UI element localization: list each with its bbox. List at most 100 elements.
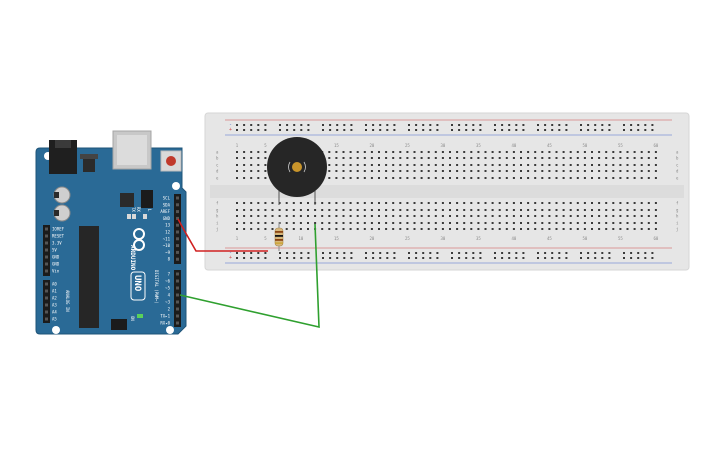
breadboard-hole[interactable] (619, 170, 622, 172)
breadboard-hole[interactable] (619, 151, 622, 153)
breadboard-hole[interactable] (520, 164, 522, 166)
breadboard-hole[interactable] (420, 151, 423, 153)
power-pin[interactable] (45, 241, 48, 245)
rail-hole[interactable] (379, 252, 382, 254)
breadboard-hole[interactable] (243, 202, 246, 204)
breadboard-hole[interactable] (264, 202, 267, 204)
breadboard-hole[interactable] (413, 215, 416, 217)
breadboard-hole[interactable] (605, 215, 608, 217)
breadboard-hole[interactable] (370, 215, 373, 217)
breadboard-hole[interactable] (619, 202, 622, 204)
breadboard-hole[interactable] (470, 209, 473, 211)
breadboard-hole[interactable] (484, 170, 487, 172)
rail-hole[interactable] (651, 129, 654, 131)
breadboard-hole[interactable] (299, 202, 302, 204)
breadboard-hole[interactable] (406, 164, 409, 166)
breadboard-hole[interactable] (399, 222, 402, 224)
breadboard-hole[interactable] (449, 151, 451, 153)
rail-hole[interactable] (386, 257, 389, 259)
breadboard-hole[interactable] (498, 222, 501, 224)
breadboard-hole[interactable] (427, 157, 430, 159)
breadboard-hole[interactable] (591, 157, 593, 159)
breadboard-hole[interactable] (633, 164, 636, 166)
breadboard-hole[interactable] (583, 170, 586, 172)
breadboard-hole[interactable] (534, 164, 537, 166)
breadboard-hole[interactable] (612, 202, 615, 204)
breadboard-hole[interactable] (562, 209, 565, 211)
breadboard-hole[interactable] (576, 215, 579, 217)
rail-hole[interactable] (264, 124, 267, 126)
rail-hole[interactable] (365, 252, 367, 254)
breadboard-hole[interactable] (363, 151, 366, 153)
breadboard-hole[interactable] (392, 170, 395, 172)
rail-hole[interactable] (422, 252, 425, 254)
rail-hole[interactable] (408, 252, 410, 254)
breadboard-hole[interactable] (363, 202, 366, 204)
breadboard-hole[interactable] (370, 164, 373, 166)
rail-hole[interactable] (372, 129, 375, 131)
breadboard-hole[interactable] (534, 215, 537, 217)
breadboard-hole[interactable] (292, 209, 295, 211)
breadboard-hole[interactable] (363, 209, 366, 211)
breadboard-hole[interactable] (463, 215, 466, 217)
rail-hole[interactable] (451, 129, 453, 131)
breadboard-hole[interactable] (583, 202, 586, 204)
rail-hole[interactable] (393, 124, 396, 126)
breadboard-hole[interactable] (406, 209, 409, 211)
breadboard-hole[interactable] (406, 170, 409, 172)
breadboard-hole[interactable] (541, 228, 544, 230)
breadboard-hole[interactable] (335, 177, 338, 179)
rail-hole[interactable] (250, 129, 253, 131)
rail-hole[interactable] (508, 129, 511, 131)
breadboard-hole[interactable] (378, 164, 380, 166)
digital-pin[interactable] (176, 286, 179, 290)
breadboard-hole[interactable] (420, 202, 423, 204)
breadboard-hole[interactable] (250, 222, 253, 224)
reset-button-cap[interactable] (166, 156, 176, 166)
breadboard-hole[interactable] (505, 177, 508, 179)
breadboard-hole[interactable] (441, 151, 444, 153)
rail-hole[interactable] (336, 124, 339, 126)
breadboard-hole[interactable] (477, 228, 480, 230)
breadboard-hole[interactable] (257, 177, 260, 179)
rail-hole[interactable] (580, 129, 582, 131)
breadboard-hole[interactable] (463, 177, 466, 179)
breadboard-hole[interactable] (413, 222, 416, 224)
rail-hole[interactable] (608, 252, 611, 254)
rail-hole[interactable] (630, 129, 633, 131)
breadboard-hole[interactable] (285, 209, 288, 211)
breadboard-hole[interactable] (626, 228, 629, 230)
breadboard-hole[interactable] (512, 222, 515, 224)
breadboard-hole[interactable] (562, 228, 565, 230)
breadboard-hole[interactable] (449, 202, 451, 204)
breadboard-hole[interactable] (449, 222, 451, 224)
digital-pin[interactable] (176, 293, 179, 297)
breadboard-hole[interactable] (406, 151, 409, 153)
breadboard-hole[interactable] (413, 170, 416, 172)
breadboard-hole[interactable] (392, 157, 395, 159)
rail-hole[interactable] (393, 252, 396, 254)
breadboard-hole[interactable] (470, 215, 473, 217)
breadboard-hole[interactable] (569, 222, 572, 224)
breadboard-hole[interactable] (328, 170, 331, 172)
breadboard-hole[interactable] (548, 170, 551, 172)
breadboard-hole[interactable] (420, 157, 423, 159)
breadboard-hole[interactable] (399, 177, 402, 179)
breadboard-hole[interactable] (647, 170, 650, 172)
breadboard-hole[interactable] (583, 222, 586, 224)
breadboard-hole[interactable] (307, 228, 309, 230)
breadboard-hole[interactable] (491, 222, 494, 224)
breadboard-hole[interactable] (441, 157, 444, 159)
breadboard-hole[interactable] (626, 164, 629, 166)
rail-hole[interactable] (365, 129, 367, 131)
rail-hole[interactable] (472, 257, 475, 259)
rail-hole[interactable] (637, 257, 640, 259)
breadboard-hole[interactable] (434, 157, 437, 159)
breadboard-hole[interactable] (370, 202, 373, 204)
breadboard-hole[interactable] (477, 170, 480, 172)
breadboard-hole[interactable] (243, 228, 246, 230)
rail-hole[interactable] (551, 129, 554, 131)
rail-hole[interactable] (372, 252, 375, 254)
breadboard-hole[interactable] (520, 177, 522, 179)
breadboard-hole[interactable] (378, 222, 380, 224)
